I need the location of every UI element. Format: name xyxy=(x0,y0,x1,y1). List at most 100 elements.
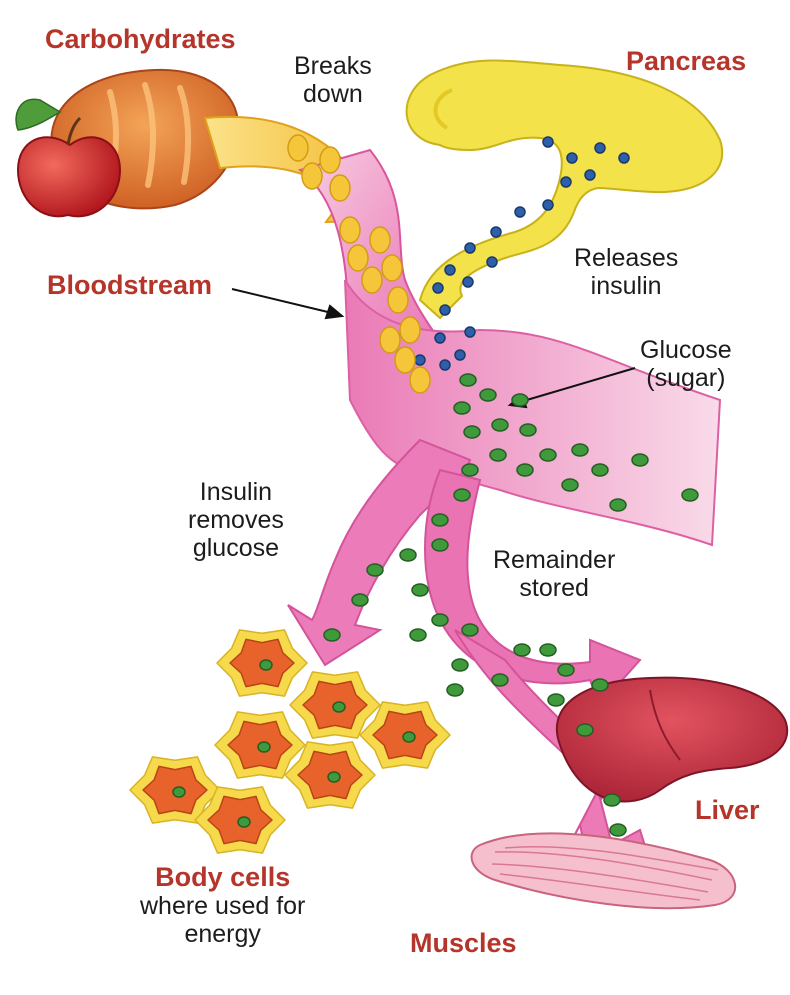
insulin-molecule-icon xyxy=(433,283,443,293)
insulin-molecule-icon xyxy=(585,170,595,180)
glucose-molecule-icon xyxy=(558,664,574,676)
carbohydrate-particle-icon xyxy=(348,245,368,271)
glucose-molecule-icon xyxy=(410,629,426,641)
glucose-molecule-icon xyxy=(462,624,478,636)
insulin-molecule-icon xyxy=(465,243,475,253)
glucose-molecule-icon xyxy=(454,489,470,501)
glucose-molecule-icon xyxy=(447,684,463,696)
carbohydrate-particle-icon xyxy=(395,347,415,373)
insulin-molecule-icon xyxy=(619,153,629,163)
label-insulin-removes: Insulin removes glucose xyxy=(188,478,284,562)
glucose-molecule-icon xyxy=(514,644,530,656)
glucose-molecule-icon xyxy=(480,389,496,401)
insulin-molecule-icon xyxy=(465,327,475,337)
label-breaks-down-line1: Breaks xyxy=(294,52,372,80)
insulin-molecule-icon xyxy=(567,153,577,163)
label-body-cells: Body cells xyxy=(140,862,305,892)
label-insulin-removes-line3: glucose xyxy=(188,534,284,562)
label-remainder-stored-line1: Remainder xyxy=(493,546,615,574)
glucose-molecule-icon xyxy=(462,464,478,476)
glucose-molecule-icon xyxy=(548,694,564,706)
glucose-molecule-icon xyxy=(452,659,468,671)
carbohydrate-particle-icon xyxy=(380,327,400,353)
carbohydrate-particle-icon xyxy=(320,147,340,173)
label-bloodstream: Bloodstream xyxy=(47,270,212,300)
muscle-icon xyxy=(472,833,736,908)
label-body-cells-sub-line1: where used for xyxy=(140,892,305,920)
carbohydrate-particle-icon xyxy=(362,267,382,293)
insulin-molecule-icon xyxy=(561,177,571,187)
glucose-molecule-icon xyxy=(258,742,270,752)
label-remainder-stored: Remainder stored xyxy=(493,546,615,602)
label-muscles: Muscles xyxy=(410,928,517,958)
carbohydrate-particle-icon xyxy=(340,217,360,243)
label-breaks-down-line2: down xyxy=(294,80,372,108)
label-glucose-line1: Glucose xyxy=(640,336,732,364)
carbohydrate-particle-icon xyxy=(382,255,402,281)
glucose-molecule-icon xyxy=(464,426,480,438)
glucose-molecule-icon xyxy=(352,594,368,606)
insulin-molecule-icon xyxy=(543,137,553,147)
glucose-molecule-icon xyxy=(490,449,506,461)
insulin-molecule-icon xyxy=(543,200,553,210)
glucose-molecule-icon xyxy=(238,817,250,827)
carbohydrate-food xyxy=(16,70,238,216)
label-releases-insulin: Releases insulin xyxy=(574,244,678,300)
glucose-molecule-icon xyxy=(517,464,533,476)
glucose-molecule-icon xyxy=(432,514,448,526)
glucose-molecule-icon xyxy=(460,374,476,386)
label-releases-insulin-line2: insulin xyxy=(574,272,678,300)
glucose-molecule-icon xyxy=(432,614,448,626)
label-breaks-down: Breaks down xyxy=(294,52,372,108)
insulin-molecule-icon xyxy=(435,333,445,343)
glucose-molecule-icon xyxy=(492,674,508,686)
glucose-molecule-icon xyxy=(592,679,608,691)
glucose-molecule-icon xyxy=(562,479,578,491)
glucose-molecule-icon xyxy=(604,794,620,806)
label-remainder-stored-line2: stored xyxy=(493,574,615,602)
carbohydrate-particle-icon xyxy=(370,227,390,253)
glucose-molecule-icon xyxy=(333,702,345,712)
glucose-molecule-icon xyxy=(400,549,416,561)
label-liver: Liver xyxy=(695,795,760,825)
label-insulin-removes-line1: Insulin xyxy=(188,478,284,506)
glucose-molecule-icon xyxy=(592,464,608,476)
body-cells xyxy=(130,630,450,853)
insulin-molecule-icon xyxy=(440,305,450,315)
liver-icon xyxy=(557,678,787,802)
insulin-molecule-icon xyxy=(455,350,465,360)
label-body-cells-sub-line2: energy xyxy=(140,920,305,948)
carbohydrate-particle-icon xyxy=(288,135,308,161)
glucose-molecule-icon xyxy=(328,772,340,782)
carbohydrate-particle-icon xyxy=(410,367,430,393)
insulin-molecule-icon xyxy=(595,143,605,153)
insulin-molecule-icon xyxy=(515,207,525,217)
carbohydrate-particle-icon xyxy=(400,317,420,343)
glucose-molecule-icon xyxy=(324,629,340,641)
glucose-molecule-icon xyxy=(632,454,648,466)
carbohydrate-particle-icon xyxy=(330,175,350,201)
glucose-molecule-icon xyxy=(367,564,383,576)
glucose-molecule-icon xyxy=(577,724,593,736)
glucose-molecule-icon xyxy=(454,402,470,414)
apple-icon xyxy=(18,137,120,216)
label-glucose: Glucose (sugar) xyxy=(640,336,732,392)
glucose-molecule-icon xyxy=(412,584,428,596)
glucose-molecule-icon xyxy=(173,787,185,797)
insulin-molecule-icon xyxy=(463,277,473,287)
carbohydrate-particle-icon xyxy=(388,287,408,313)
label-insulin-removes-line2: removes xyxy=(188,506,284,534)
glucose-molecule-icon xyxy=(540,644,556,656)
glucose-molecule-icon xyxy=(260,660,272,670)
glucose-molecule-icon xyxy=(520,424,536,436)
insulin-molecule-icon xyxy=(415,355,425,365)
label-glucose-line2: (sugar) xyxy=(640,364,732,392)
label-releases-insulin-line1: Releases xyxy=(574,244,678,272)
glucose-molecule-icon xyxy=(492,419,508,431)
glucose-molecule-icon xyxy=(682,489,698,501)
insulin-molecule-icon xyxy=(491,227,501,237)
carbohydrate-particle-icon xyxy=(302,163,322,189)
label-body-cells-group: Body cells where used for energy xyxy=(140,862,305,948)
